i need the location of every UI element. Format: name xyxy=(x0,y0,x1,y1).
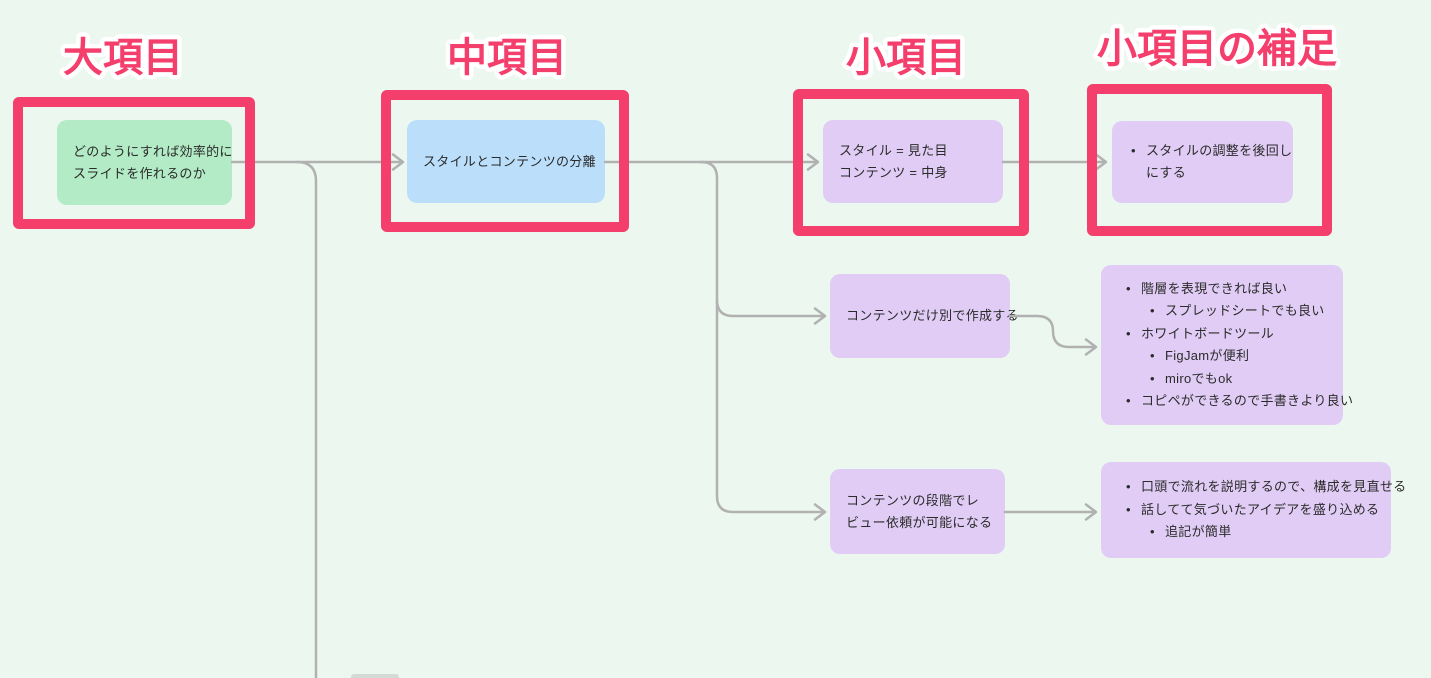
arrowhead-icon xyxy=(806,153,820,171)
highlight-frame-supplement[interactable] xyxy=(1087,84,1332,236)
connector-sub2-sup2 xyxy=(1008,314,1095,349)
highlight-frame-small[interactable] xyxy=(793,89,1029,236)
column-header-large-label: 大項目 xyxy=(63,36,183,80)
node-sub1[interactable]: スタイル = 見た目 コンテンツ = 中身 xyxy=(823,120,1003,203)
node-root[interactable]: どのようにすれば効率的に スライドを作れるのか xyxy=(57,120,232,205)
bullet-item: コピペができるので手書きより良い xyxy=(1113,390,1353,413)
bullet-item: 話してて気づいたアイデアを盛り込める xyxy=(1113,499,1379,522)
bullet-item: miroでもok xyxy=(1113,368,1331,391)
node-mid[interactable]: スタイルとコンテンツの分離 xyxy=(407,120,605,203)
column-header-medium-label: 中項目 xyxy=(447,36,567,80)
node-mid-text: スタイルとコンテンツの分離 xyxy=(423,153,596,169)
note-sup1[interactable]: スタイルの調整を後回し にする xyxy=(1112,121,1293,203)
bullet-item: FigJamが便利 xyxy=(1113,345,1331,368)
bullet-item: ホワイトボードツール xyxy=(1113,323,1331,346)
connector-branch-sub2 xyxy=(715,298,824,318)
arrowhead-icon xyxy=(1084,503,1098,521)
connector-mid-down xyxy=(699,160,824,514)
bullet-item: 追記が簡単 xyxy=(1113,521,1379,544)
node-sub2[interactable]: コンテンツだけ別で作成する xyxy=(830,274,1019,358)
bullet-item: スプレッドシートでも良い xyxy=(1113,300,1331,323)
column-header-small-label: 小項目 xyxy=(846,36,966,80)
highlight-frame-medium[interactable] xyxy=(381,90,629,232)
node-sub3-text: コンテンツの段階でレ ビュー依頼が可能になる xyxy=(846,492,993,530)
offscreen-node-peek[interactable] xyxy=(351,674,399,678)
connector-root-down xyxy=(295,160,318,678)
note-sup3[interactable]: 口頭で流れを説明するので、構成を見直せる 話してて気づいたアイデアを盛り込める … xyxy=(1101,462,1406,558)
arrowhead-icon xyxy=(391,153,405,171)
arrowhead-icon xyxy=(1084,338,1098,356)
node-root-text: どのようにすれば効率的に スライドを作れるのか xyxy=(73,143,233,181)
arrowhead-icon xyxy=(813,503,827,521)
arrowhead-icon xyxy=(1094,153,1108,171)
bullet-item: 階層を表現できれば良い xyxy=(1113,278,1331,301)
note-sup2[interactable]: 階層を表現できれば良い スプレッドシートでも良い ホワイトボードツール FigJ… xyxy=(1101,265,1353,425)
highlight-frame-large[interactable] xyxy=(13,97,255,229)
arrowhead-icon xyxy=(813,307,827,325)
column-header-medium[interactable]: 中項目 xyxy=(382,20,632,85)
column-header-supplement-label: 小項目の補足 xyxy=(1097,27,1337,71)
node-sub1-text: スタイル = 見た目 コンテンツ = 中身 xyxy=(839,142,948,180)
node-sub3[interactable]: コンテンツの段階でレ ビュー依頼が可能になる xyxy=(830,469,1005,554)
bullet-item: スタイルの調整を後回し にする xyxy=(1118,140,1292,185)
column-header-supplement[interactable]: 小項目の補足 xyxy=(1067,12,1367,76)
bullet-item: 口頭で流れを説明するので、構成を見直せる xyxy=(1113,476,1406,499)
node-sub2-text: コンテンツだけ別で作成する xyxy=(846,308,1019,323)
column-header-large[interactable]: 大項目 xyxy=(0,20,250,85)
column-header-small[interactable]: 小項目 xyxy=(781,20,1031,85)
